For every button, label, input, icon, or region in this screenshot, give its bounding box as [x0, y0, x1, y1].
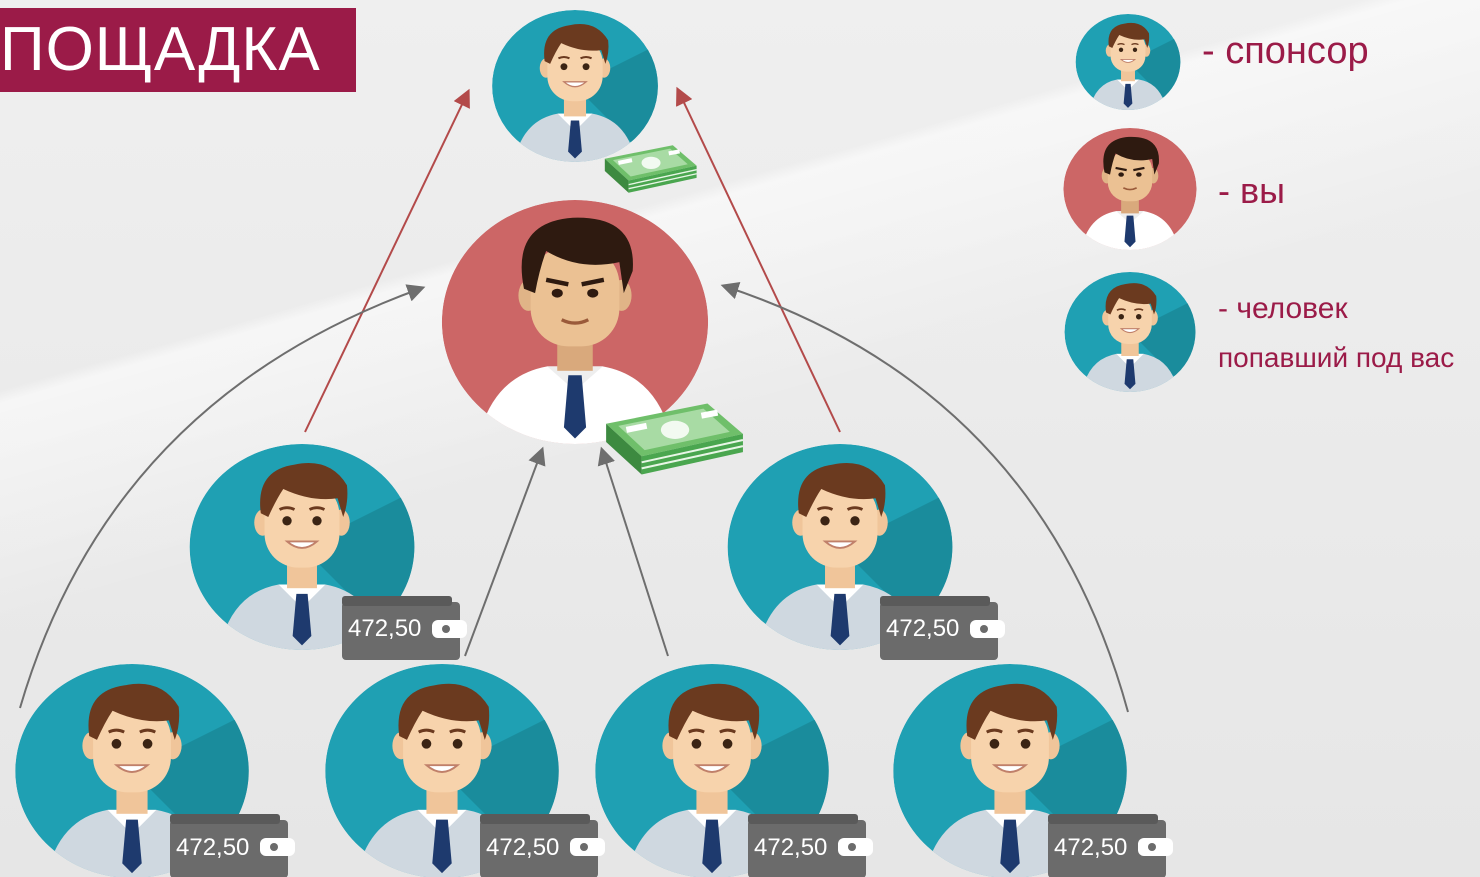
wallet-amount: 472,50	[486, 834, 559, 861]
wallet-amount: 472,50	[348, 615, 421, 642]
legend-sponsor-avatar-icon	[1076, 14, 1189, 123]
wallet-amount: 472,50	[176, 834, 249, 861]
legend-you-avatar-icon	[1063, 128, 1196, 256]
legend-you-label: - вы	[1218, 170, 1285, 211]
money-stack-icon	[605, 145, 697, 193]
arrow-l3-1-to-you	[19, 284, 426, 709]
wallet-amount: 472,50	[1054, 834, 1127, 861]
wallet-amount: 472,50	[754, 834, 827, 861]
arrow-l3-4-to-you	[720, 281, 1129, 713]
legend-member-label-line1: - человек	[1218, 292, 1348, 325]
wallet-amount: 472,50	[886, 615, 959, 642]
legend-member-avatar-icon	[1065, 272, 1207, 408]
arrow-l2left-to-sponsor	[304, 88, 470, 433]
page-title: ПОЩАДКА	[0, 8, 356, 92]
legend-member-label-line2: попавший под вас	[1218, 342, 1455, 373]
arrow-l3-3-to-you	[597, 446, 669, 657]
arrow-l3-2-to-you	[464, 446, 546, 657]
arrows	[19, 86, 1129, 713]
arrow-l2right-to-sponsor	[676, 86, 841, 433]
legend-sponsor-label: - спонсор	[1202, 30, 1369, 72]
